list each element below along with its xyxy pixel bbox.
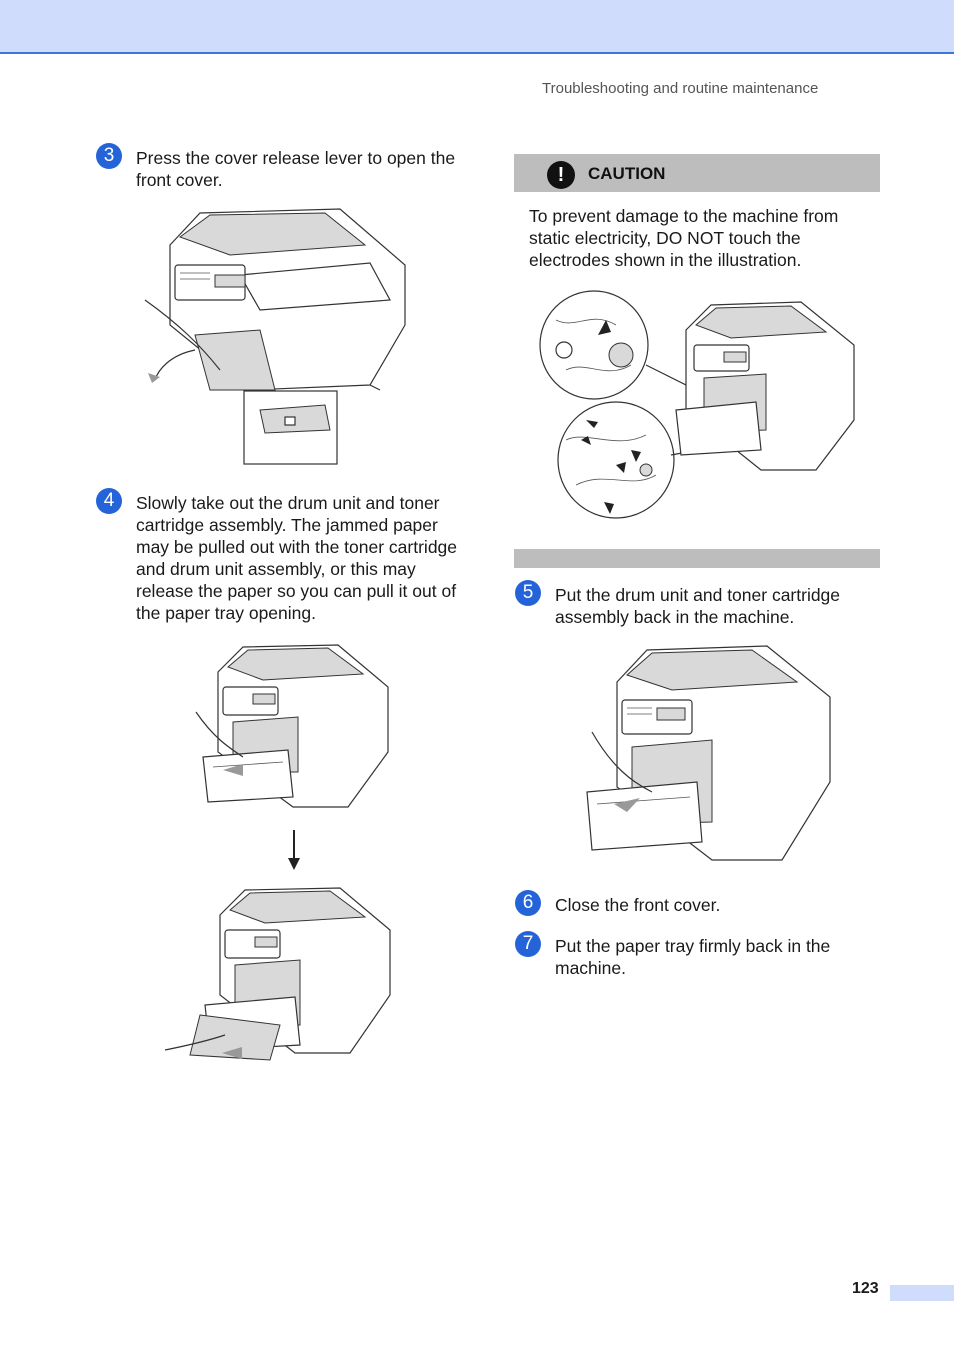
step-4-badge: 4	[96, 488, 122, 514]
step-6-text: Close the front cover.	[555, 895, 721, 915]
step-4-text: Slowly take out the drum unit and toner …	[136, 493, 458, 623]
step-5-text: Put the drum unit and toner cartridge as…	[555, 585, 841, 627]
drum-removal-illustration-bottom	[164, 887, 391, 1061]
step-3-badge: 3	[96, 143, 122, 169]
step-5-badge: 5	[515, 580, 541, 606]
header-band	[0, 0, 954, 54]
caution-header-bar	[514, 154, 880, 192]
drum-insert-illustration	[586, 645, 831, 861]
down-arrow-icon	[288, 830, 300, 870]
caution-body: To prevent damage to the machine from st…	[529, 206, 839, 270]
electrodes-illustration	[539, 290, 855, 519]
step-7-text: Put the paper tray firmly back in the ma…	[555, 936, 831, 978]
step-6-badge: 6	[515, 890, 541, 916]
caution-title: CAUTION	[588, 164, 666, 183]
drum-removal-illustration-top	[195, 644, 389, 808]
page-number: 123	[852, 1280, 879, 1297]
page-tab	[890, 1285, 954, 1301]
caution-footer-bar	[514, 549, 880, 568]
exclamation-icon: !	[547, 161, 575, 189]
step-7-badge: 7	[515, 931, 541, 957]
printer-open-cover-illustration	[144, 208, 406, 465]
running-header: Troubleshooting and routine maintenance	[542, 80, 819, 97]
step-3-text: Press the cover release lever to open th…	[136, 148, 456, 190]
